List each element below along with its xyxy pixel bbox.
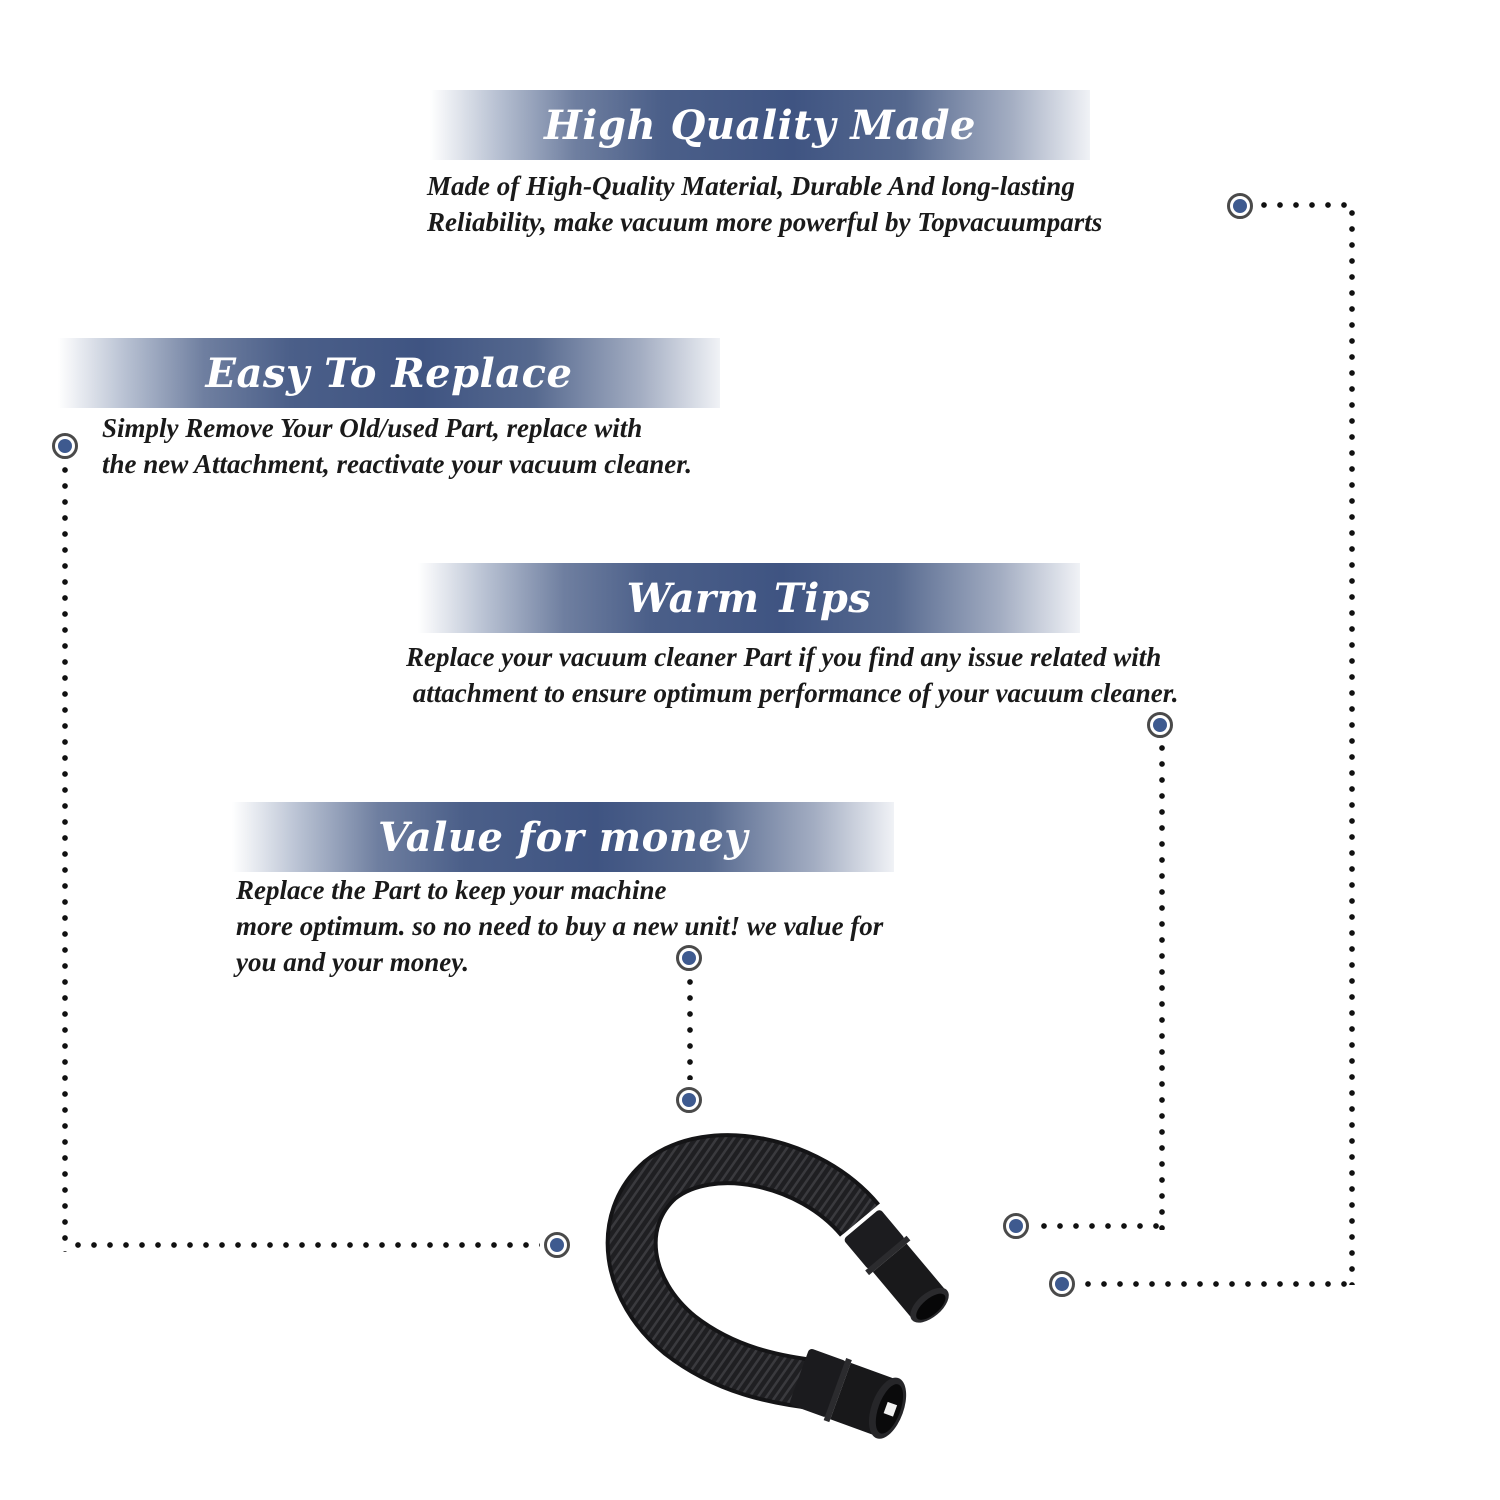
description-line: you and your money. [236,947,470,977]
description-line: attachment to ensure optimum performance… [406,678,1179,708]
section-description: Replace the Part to keep your machine mo… [236,872,883,980]
marker-icon [1003,1213,1029,1239]
banner-high-quality: High Quality Made [430,90,1090,160]
marker-icon [52,433,78,459]
banner-title: High Quality Made [544,101,976,149]
marker-icon [1147,712,1173,738]
description-line: Made of High-Quality Material, Durable A… [427,171,1075,201]
connector-dotted-line [70,1242,540,1248]
banner-title: Warm Tips [626,574,872,622]
banner-easy-replace: Easy To Replace [58,338,720,408]
connector-dotted-line [1159,740,1165,1230]
section-description: Replace your vacuum cleaner Part if you … [406,639,1179,711]
description-line: Reliability, make vacuum more powerful b… [427,207,1103,237]
description-line: Replace your vacuum cleaner Part if you … [406,642,1162,672]
connector-dotted-line [1036,1223,1166,1229]
marker-icon [544,1232,570,1258]
connector-dotted-line [1256,202,1356,208]
description-line: Simply Remove Your Old/used Part, replac… [102,413,643,443]
marker-icon [1049,1271,1075,1297]
connector-dotted-line [1349,205,1355,1285]
description-line: more optimum. so no need to buy a new un… [236,911,884,941]
vacuum-hose-image [605,1133,949,1439]
banner-value-money: Value for money [232,802,894,872]
marker-icon [676,1087,702,1113]
banner-warm-tips: Warm Tips [418,563,1080,633]
connector-dotted-line [1080,1281,1356,1287]
description-line: Replace the Part to keep your machine [236,875,667,905]
banner-title: Easy To Replace [205,349,573,397]
marker-icon [676,945,702,971]
banner-title: Value for money [377,813,749,861]
description-line: the new Attachment, reactivate your vacu… [102,449,692,479]
section-description: Simply Remove Your Old/used Part, replac… [102,410,692,482]
connector-dotted-line [62,462,68,1252]
marker-icon [1227,193,1253,219]
section-description: Made of High-Quality Material, Durable A… [427,168,1102,240]
connector-dotted-line [687,974,693,1080]
